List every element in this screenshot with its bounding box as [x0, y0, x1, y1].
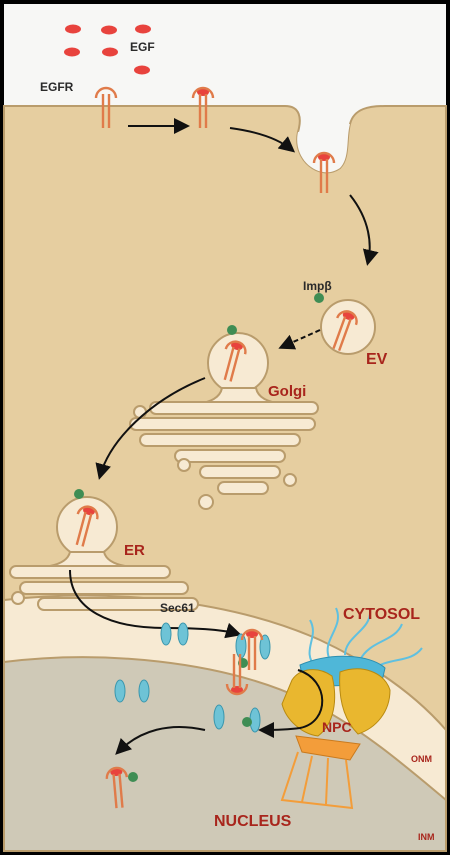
sec61-channel-4: [213, 704, 261, 733]
npc-label: NPC: [322, 719, 352, 735]
arrow-golgi-to-er: [95, 377, 206, 480]
endocytic-pit: [297, 124, 350, 173]
arrow-to-nucleus: [115, 726, 206, 755]
arrow-to-ev: [349, 194, 379, 266]
golgi-label: Golgi: [268, 383, 306, 400]
sec61-label: Sec61: [160, 601, 195, 615]
sec61-channel: [160, 622, 189, 646]
nucleus-label: NUCLEUS: [214, 813, 292, 830]
er-label: ER: [124, 542, 145, 559]
inm-label: INM: [418, 832, 435, 842]
egf-label: EGF: [130, 40, 155, 54]
onm-label: ONM: [411, 754, 432, 764]
nuclear-pore-complex: [281, 655, 391, 761]
egfr-label: EGFR: [40, 80, 74, 94]
egf-ligands: [64, 24, 151, 75]
arrow-to-pit: [229, 127, 296, 153]
importin-ev: [314, 293, 324, 303]
arrow-er-to-inm: [69, 569, 242, 639]
sec61-channel-3: [114, 679, 150, 703]
importin-inm-lower: [242, 717, 252, 727]
cytosol-label: CYTOSOL: [343, 606, 420, 623]
importin-golgi: [227, 325, 237, 335]
golgi: [129, 332, 319, 510]
importin-nuclear: [128, 772, 138, 782]
ev-label: EV: [366, 351, 388, 368]
importin-er: [74, 489, 84, 499]
arrow-npc-to-inm: [258, 669, 324, 738]
sec61-channel-2: [235, 633, 271, 660]
imp-label: Impβ: [303, 279, 332, 293]
arrow-ev-to-golgi: [278, 329, 321, 350]
npc-basket: [280, 751, 354, 810]
